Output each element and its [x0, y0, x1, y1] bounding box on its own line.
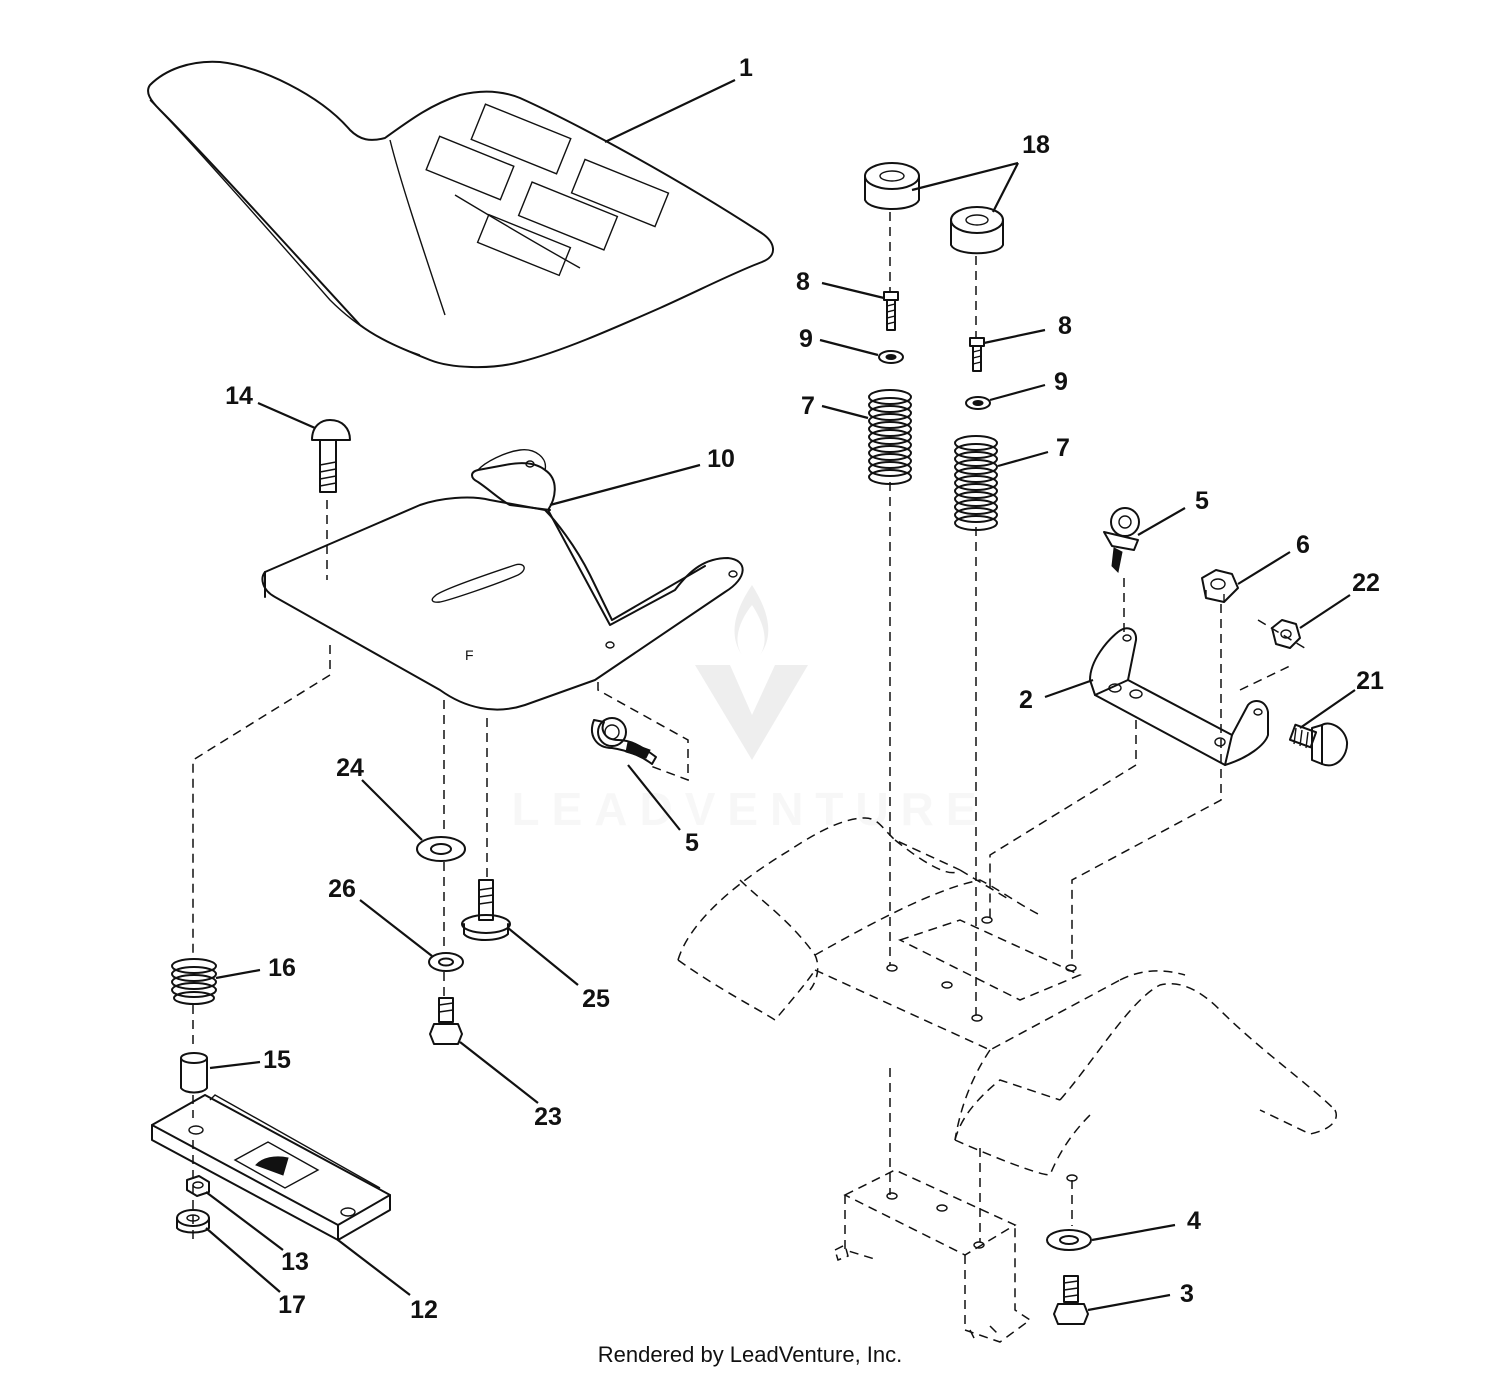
render-credit: Rendered by LeadVenture, Inc.: [597, 1342, 903, 1367]
flat-washer-24: [416, 836, 466, 862]
seat-pan: F: [261, 449, 744, 711]
compression-spring-small: [171, 958, 217, 1005]
callout-24: 24: [336, 754, 364, 782]
compression-spring-right: [954, 435, 998, 531]
fender-reference-outline: [677, 817, 1337, 1182]
callout-3: 3: [1180, 1280, 1194, 1308]
hex-bolt-3: [1053, 1275, 1089, 1325]
bumper-right: [950, 206, 1004, 255]
callout-5-right: 5: [1195, 487, 1209, 515]
callout-6: 6: [1296, 531, 1310, 559]
callout-14: 14: [225, 382, 253, 410]
carriage-bolt: [311, 419, 351, 493]
callout-7-right: 7: [1056, 434, 1070, 462]
callout-15: 15: [263, 1046, 291, 1074]
callout-18: 18: [1022, 131, 1050, 159]
shoulder-bolt-21: [1288, 722, 1349, 767]
mounting-bracket: [1089, 627, 1269, 766]
shoulder-bolt: [461, 879, 511, 941]
callout-7-left: 7: [801, 392, 815, 420]
callout-8-right: 8: [1058, 312, 1072, 340]
spring-clip-right: [1103, 507, 1140, 574]
callout-10: 10: [707, 445, 735, 473]
callout-21: 21: [1356, 667, 1384, 695]
lock-washer-26: [428, 952, 464, 972]
callout-25: 25: [582, 985, 610, 1013]
spring-clip-left: [591, 717, 657, 765]
callout-5-left: 5: [685, 829, 699, 857]
washer-left: [878, 350, 904, 364]
hex-nut-22: [1271, 619, 1301, 649]
hex-nut-6: [1201, 569, 1239, 603]
flat-washer-4: [1046, 1229, 1092, 1251]
compression-spring-left: [868, 389, 912, 485]
svg-text:F: F: [465, 647, 474, 663]
callout-17: 17: [278, 1291, 306, 1319]
callout-9-left: 9: [799, 325, 813, 353]
callout-numbers: 1 18 8 8 9 9 7 7 5 6 22 21 2 14 10 5 24 …: [225, 54, 1384, 1324]
bumper-left: [864, 162, 920, 210]
hex-bolt-23: [429, 997, 463, 1045]
watermark-text: LEADVENTURE: [511, 783, 988, 835]
spacer-15: [180, 1052, 208, 1094]
callout-leaders: [205, 79, 1356, 1312]
assembly-lines: [192, 212, 1309, 1242]
callout-16: 16: [268, 954, 296, 982]
frame-reference-outline: [834, 1169, 1032, 1343]
callout-26: 26: [328, 875, 356, 903]
washer-right: [965, 396, 991, 410]
callout-12: 12: [410, 1296, 438, 1324]
callout-8-left: 8: [796, 268, 810, 296]
leadventure-watermark: LEADVENTURE: [511, 585, 988, 835]
callout-4: 4: [1187, 1207, 1201, 1235]
seat-adjuster-plate: [151, 1094, 391, 1241]
callout-22: 22: [1352, 569, 1380, 597]
callout-13: 13: [281, 1248, 309, 1276]
callout-9-right: 9: [1054, 368, 1068, 396]
screw-right: [969, 337, 985, 372]
callout-2: 2: [1019, 686, 1033, 714]
seat: [147, 60, 774, 369]
callout-1: 1: [739, 54, 753, 82]
callout-23: 23: [534, 1103, 562, 1131]
screw-left: [883, 291, 899, 331]
